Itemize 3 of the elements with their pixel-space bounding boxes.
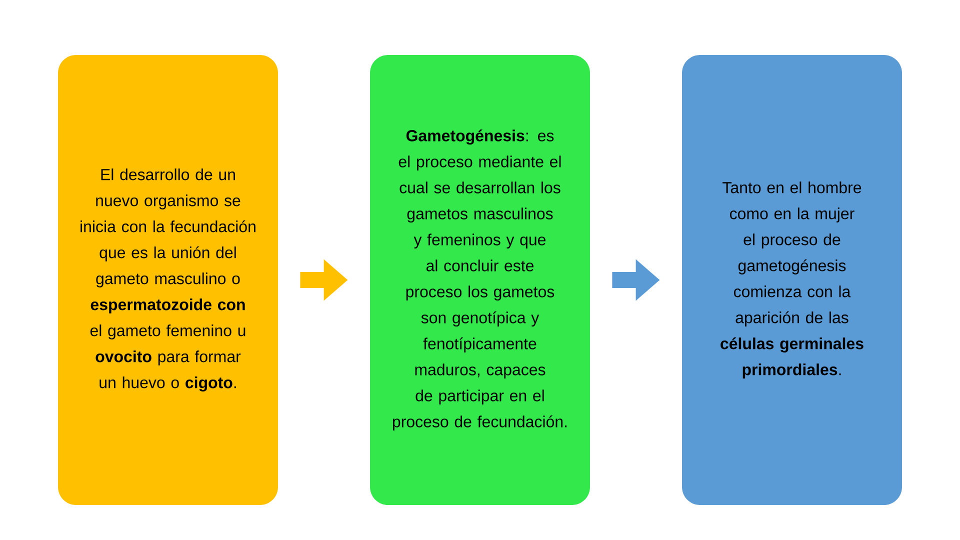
text-box: Tanto en el hombre como en la mujer el proceso de gametogénesis comienza con la aparición de las células germinales primordiales.	[682, 55, 902, 505]
text-box: Gametogénesis: es el proceso mediante el cual se desarrollan los gametos masculinos y femeninos y que al concluir este proceso los gametos son genotípica y fenotípicamente maduros, capaces de participar en el proceso de fecundación.	[370, 55, 590, 505]
text-box: El desarrollo de un nuevo organismo se inicia con la fecundación que es la unión del gameto masculino o espermatozoide con el gameto femenino u ovocito para formar un huevo o cigoto.	[58, 55, 278, 505]
